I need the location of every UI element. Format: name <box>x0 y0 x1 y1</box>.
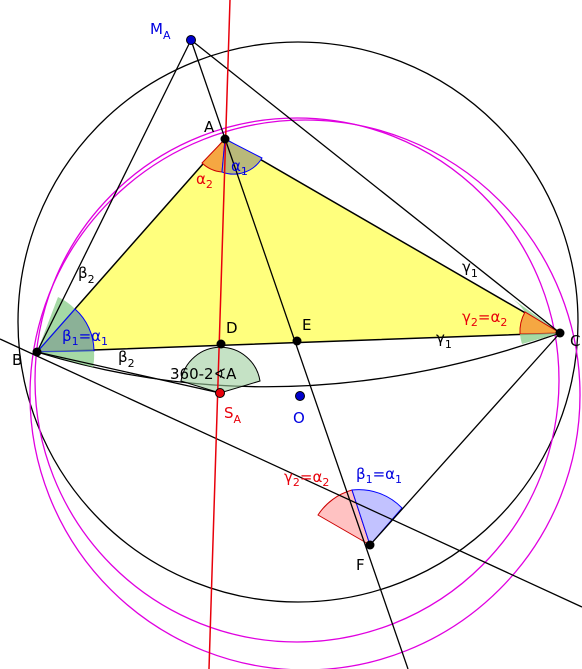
angle-beta2-top <box>37 297 75 352</box>
point-a <box>220 134 230 144</box>
label-alpha2: α2 <box>196 170 213 191</box>
label-alpha1: α1 <box>231 157 248 178</box>
point-sa <box>215 388 225 398</box>
point-o <box>295 391 305 401</box>
label-o: O <box>293 409 305 427</box>
point-f <box>365 540 375 550</box>
angle-gamma1-top <box>510 297 560 333</box>
point-c <box>555 328 565 338</box>
arc-b-sa-c <box>36 332 561 388</box>
line-b-extended <box>0 338 582 608</box>
angle-gamma1-low <box>520 333 560 344</box>
point-b <box>32 347 42 357</box>
line-c-f <box>369 332 561 546</box>
line-ma-c <box>190 39 561 334</box>
line-ma-f <box>190 39 409 669</box>
label-a: A <box>204 118 215 136</box>
label-beta1-alpha1-b: β1=α1 <box>62 327 108 348</box>
label-gamma1-top: γ1 <box>462 258 478 280</box>
label-f: F <box>356 556 365 574</box>
label-ma: MA <box>150 20 171 42</box>
label-sa: SA <box>224 404 242 426</box>
label-360-angle: 360-2∢A <box>170 365 237 383</box>
label-d: D <box>226 319 238 337</box>
label-gamma2-alpha2-f: γ2=α2 <box>284 468 329 489</box>
label-gamma2-alpha2-c: γ2=α2 <box>462 308 507 329</box>
line-b-sa <box>36 351 221 394</box>
circumcircle <box>17 41 579 603</box>
red-line-a-sa <box>208 0 231 669</box>
magenta-circle <box>29 119 581 669</box>
line-ma-b <box>36 39 192 353</box>
point-e <box>292 336 302 346</box>
angle-gamma2-C <box>519 311 562 335</box>
point-d <box>216 339 226 349</box>
label-beta2-top: β2 <box>78 264 95 286</box>
angle-beta1-F <box>351 489 403 546</box>
angle-beta1-B <box>35 308 95 353</box>
label-gamma1-low: γ1 <box>436 329 452 351</box>
label-beta2-low: β2 <box>118 348 135 370</box>
point-ma <box>186 35 196 45</box>
label-e: E <box>302 316 311 334</box>
label-c: C <box>570 332 580 350</box>
angle-alpha1 <box>221 138 263 175</box>
magenta-circle-left <box>34 117 560 643</box>
label-beta1-alpha1-f: β1=α1 <box>356 465 402 486</box>
label-b: B <box>12 351 22 369</box>
